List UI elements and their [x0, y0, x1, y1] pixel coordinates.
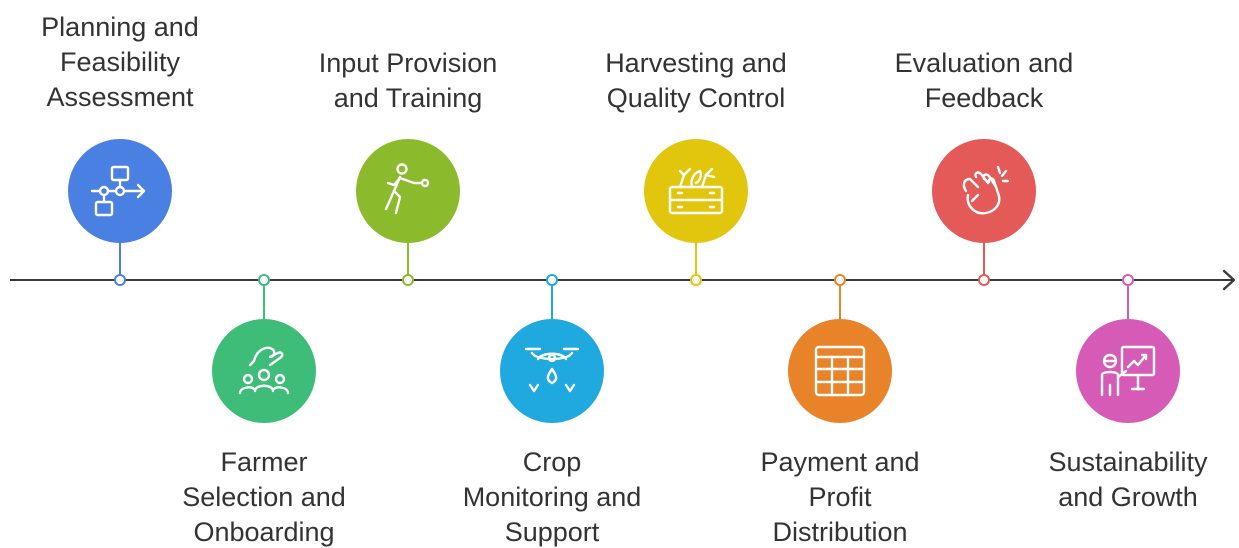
step-label: Evaluation and Feedback: [864, 46, 1104, 116]
training-figure-icon: [384, 163, 430, 215]
step-label-line: Farmer: [220, 447, 308, 477]
step-label-line: Crop: [522, 447, 582, 477]
step-connector: [1127, 285, 1129, 323]
step-circle: [356, 139, 460, 243]
step-connector: [983, 237, 985, 275]
step-connector: [263, 285, 265, 323]
step-circle: [1076, 319, 1180, 423]
step-connector: [407, 237, 409, 275]
step-label-line: and Growth: [1058, 482, 1198, 512]
step-circle: [212, 319, 316, 423]
step-label-line: Feasibility: [59, 47, 181, 77]
step-label-line: Harvesting and: [605, 48, 787, 78]
step-label: Payment and Profit Distribution: [720, 445, 960, 548]
step-connector: [839, 285, 841, 323]
step-label-line: Distribution: [772, 517, 908, 547]
timeline-marker: [690, 274, 702, 286]
step-connector: [551, 285, 553, 323]
flowchart-icon: [90, 165, 146, 217]
step-label-line: Feedback: [924, 83, 1044, 113]
step-label: Planning and Feasibility Assessment: [0, 10, 240, 115]
step-label: Farmer Selection and Onboarding: [144, 445, 384, 548]
step-circle: [788, 319, 892, 423]
step-label-line: Monitoring and: [462, 482, 642, 512]
step-label-line: Selection and: [182, 482, 346, 512]
harvest-crate-icon: [668, 167, 724, 215]
step-circle: [500, 319, 604, 423]
step-connector: [119, 237, 121, 275]
step-label: Sustainability and Growth: [1008, 445, 1239, 515]
arrow-head-icon: [1222, 269, 1236, 291]
step-label: Input Provision and Training: [288, 46, 528, 116]
timeline-marker: [114, 274, 126, 286]
step-label-line: Sustainability: [1048, 447, 1208, 477]
step-circle: [68, 139, 172, 243]
step-label-line: and Training: [333, 83, 483, 113]
step-circle: [644, 139, 748, 243]
drone-water-icon: [524, 347, 580, 393]
step-label-line: Quality Control: [606, 83, 786, 113]
step-label: Harvesting and Quality Control: [576, 46, 816, 116]
step-label-line: Payment and: [760, 447, 920, 477]
clapping-hands-icon: [962, 165, 1010, 215]
step-label-line: Input Provision: [318, 48, 498, 78]
step-label-line: Support: [504, 517, 600, 547]
step-label-line: Onboarding: [193, 517, 335, 547]
timeline-axis: [10, 279, 1232, 281]
step-label-line: Planning and: [41, 12, 199, 42]
group-hand-icon: [238, 346, 290, 395]
step-circle: [932, 139, 1036, 243]
step-label-line: Evaluation and: [894, 48, 1074, 78]
timeline-marker: [978, 274, 990, 286]
step-connector: [695, 237, 697, 275]
step-label-line: Assessment: [46, 82, 194, 112]
timeline-marker: [402, 274, 414, 286]
presentation-growth-icon: [1100, 345, 1156, 397]
step-label-line: Profit: [808, 482, 872, 512]
step-label: Crop Monitoring and Support: [432, 445, 672, 548]
table-grid-icon: [814, 345, 866, 397]
